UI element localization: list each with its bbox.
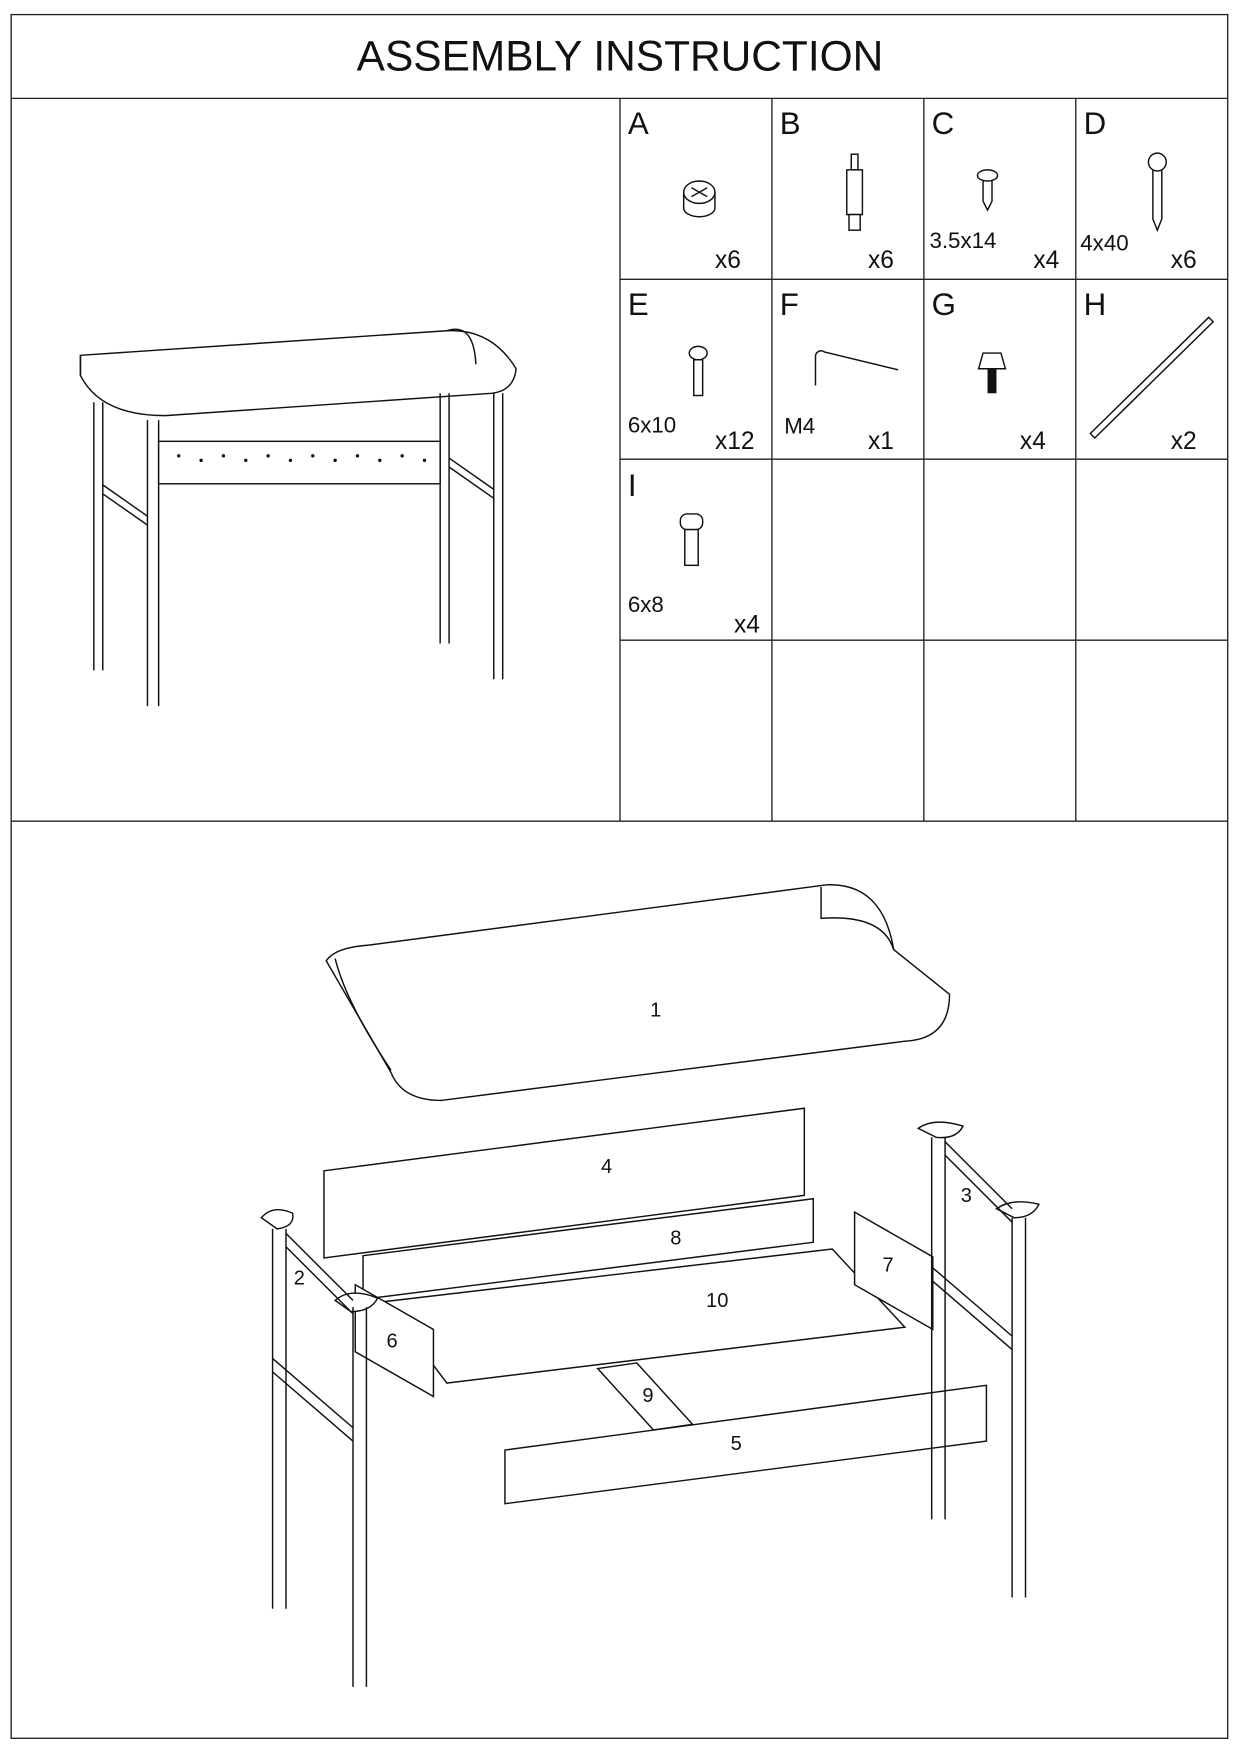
- exploded-view-illustration: 1 4 8 10 6 7 9 5 2: [260, 884, 1040, 1687]
- svg-text:M4: M4: [784, 414, 815, 439]
- part-8-drawer-back: [362, 1197, 814, 1301]
- svg-text:x12: x12: [715, 428, 755, 455]
- wood-screw-small-icon: [976, 169, 999, 212]
- svg-text:x1: x1: [868, 428, 894, 455]
- part-7-drawer-side: [853, 1210, 934, 1331]
- svg-text:6x8: 6x8: [628, 592, 664, 617]
- part-2-left-leg-frame: 2: [260, 1208, 379, 1687]
- svg-text:3.5x14: 3.5x14: [929, 228, 996, 253]
- hardware-cell-i: I 6x8 x4: [628, 468, 760, 638]
- hardware-cell-c: C 3.5x14 x4: [929, 106, 1059, 274]
- part-label-8: 8: [670, 1228, 681, 1250]
- svg-text:F: F: [780, 287, 799, 322]
- bolt-icon: [688, 345, 708, 397]
- svg-text:E: E: [628, 287, 649, 322]
- part-label-1: 1: [650, 1000, 661, 1022]
- svg-text:A: A: [628, 106, 649, 141]
- svg-text:x4: x4: [734, 611, 760, 638]
- svg-text:x6: x6: [715, 247, 741, 274]
- part-1-desktop: [325, 884, 951, 1102]
- machine-screw-icon: [679, 513, 704, 567]
- svg-text:G: G: [932, 287, 956, 322]
- outer-frame: [10, 13, 1229, 1739]
- svg-text:4x40: 4x40: [1080, 230, 1128, 255]
- part-label-9: 9: [642, 1385, 653, 1407]
- hardware-cell-b: B x6: [780, 106, 894, 274]
- part-label-5: 5: [731, 1433, 742, 1455]
- hardware-cell-f: F M4 x1: [780, 287, 899, 455]
- page-title: ASSEMBLY INSTRUCTION: [357, 32, 884, 79]
- dowel-bolt-icon: [846, 153, 864, 231]
- svg-text:C: C: [932, 106, 955, 141]
- leveler-foot-icon: [977, 352, 1007, 394]
- part-label-7: 7: [883, 1254, 894, 1276]
- hardware-cell-h: H x2: [1084, 287, 1215, 455]
- part-label-10: 10: [706, 1290, 728, 1312]
- assembled-desk-illustration: [79, 328, 517, 707]
- svg-text:B: B: [780, 106, 801, 141]
- svg-text:I: I: [628, 468, 637, 503]
- svg-text:6x10: 6x10: [628, 412, 676, 437]
- hardware-cell-a: A x6: [628, 106, 741, 274]
- part-5-front-rail: [504, 1384, 988, 1505]
- part-label-2: 2: [294, 1268, 305, 1290]
- hardware-cell-d: D 4x40 x6: [1080, 106, 1196, 274]
- svg-text:x4: x4: [1033, 247, 1059, 274]
- wood-screw-long-icon: [1147, 152, 1167, 233]
- hardware-cell-g: G x4: [932, 287, 1046, 455]
- part-3-right-leg-frame: 3: [916, 1121, 1040, 1598]
- allen-key-icon: [814, 350, 899, 386]
- svg-text:x6: x6: [1171, 247, 1197, 274]
- part-label-4: 4: [601, 1156, 612, 1178]
- svg-text:H: H: [1084, 287, 1107, 322]
- svg-text:x6: x6: [868, 247, 894, 274]
- drawer-slide-icon: [1089, 316, 1215, 439]
- svg-text:x4: x4: [1020, 428, 1046, 455]
- part-label-6: 6: [387, 1330, 398, 1352]
- svg-text:D: D: [1084, 106, 1107, 141]
- part-6-drawer-side: [354, 1283, 435, 1398]
- part-label-3: 3: [961, 1185, 972, 1207]
- hardware-cell-e: E 6x10 x12: [628, 287, 755, 455]
- cam-lock-icon: [682, 180, 716, 218]
- part-4-back-panel: [323, 1107, 806, 1259]
- svg-text:x2: x2: [1171, 428, 1197, 455]
- hardware-grid: [619, 98, 1228, 822]
